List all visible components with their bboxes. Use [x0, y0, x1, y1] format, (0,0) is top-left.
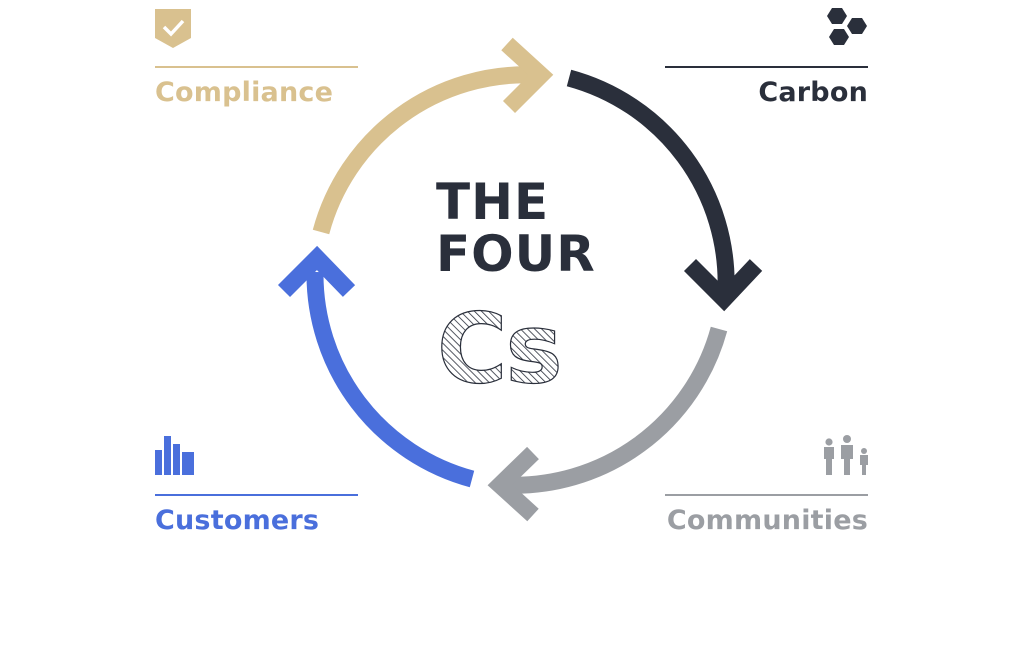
communities-arrow: [487, 326, 728, 522]
carbon-arrow: [566, 69, 763, 312]
compliance-divider: [155, 66, 358, 68]
shield-check-icon: [155, 9, 191, 48]
compliance-arrow: [312, 37, 554, 235]
communities-label: Communities: [666, 505, 868, 536]
communities-divider: [665, 494, 868, 496]
center-title: THE FOUR: [436, 176, 596, 280]
customers-arrow: [277, 245, 475, 488]
hexagon-cluster-icon: [827, 8, 867, 45]
carbon-divider: [665, 66, 868, 68]
carbon-label: Carbon: [758, 77, 868, 108]
compliance-label: Compliance: [155, 77, 334, 108]
center-title-line2: FOUR: [436, 225, 596, 283]
center-cs-text: Cs: [437, 293, 561, 405]
people-group-icon: [824, 435, 868, 475]
customers-divider: [155, 494, 358, 496]
bar-chart-icon: [155, 436, 194, 475]
customers-label: Customers: [155, 505, 320, 536]
center-title-line1: THE: [436, 173, 550, 231]
